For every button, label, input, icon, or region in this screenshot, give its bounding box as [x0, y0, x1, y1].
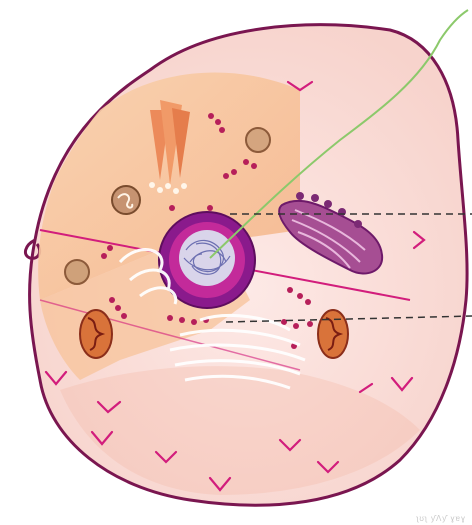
food-vacuole: [112, 186, 140, 214]
mitochondrion-right: [318, 310, 348, 358]
peroxisome: [65, 260, 89, 284]
lysosome: [246, 128, 270, 152]
mitochondrion-left: [80, 310, 112, 358]
watermark-mark: ʅʊʅ ƴɅƴ ɣɐɣ: [417, 514, 466, 523]
